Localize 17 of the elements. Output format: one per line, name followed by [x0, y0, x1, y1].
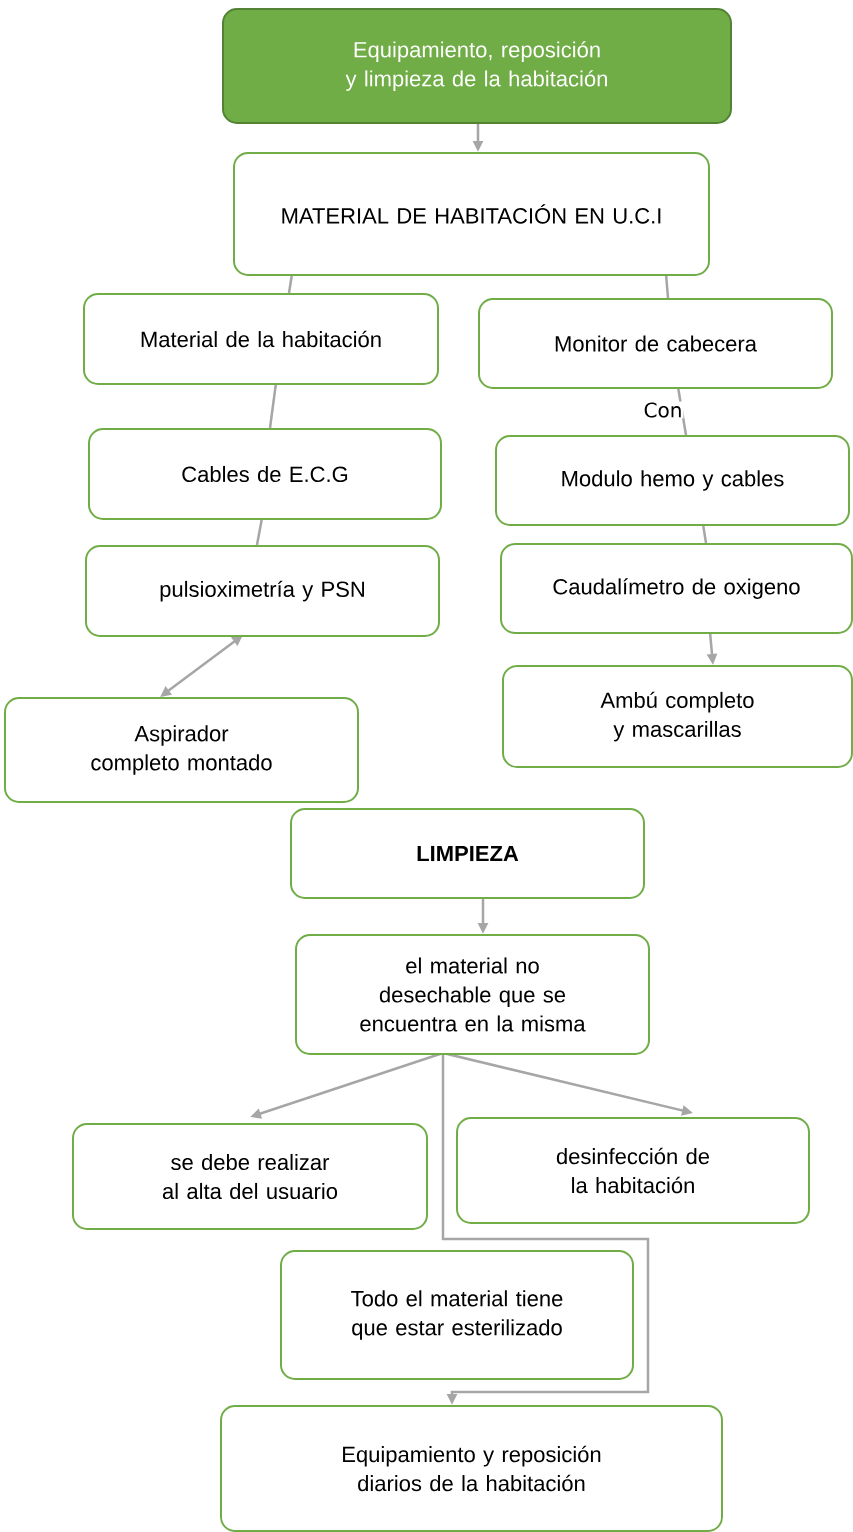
text-box: Cables de E.C.G [88, 428, 442, 520]
text-box: el material no desechable que se encuentra en la misma [295, 934, 650, 1055]
text-box: LIMPIEZA [290, 808, 645, 899]
text-box: Monitor de cabecera [478, 298, 833, 389]
text-box: Aspirador completo montado [4, 697, 359, 803]
text-box: Todo el material tiene que estar esterilizado [280, 1250, 634, 1380]
edge-label: Con [642, 401, 684, 419]
text-box: MATERIAL DE HABITACIÓN EN U.C.I [233, 152, 710, 276]
header-box: Equipamiento, reposición y limpieza de la habitación [222, 8, 732, 124]
text-box: Equipamiento y reposición diarios de la habitación [220, 1405, 723, 1532]
text-box: Caudalímetro de oxigeno [500, 543, 853, 634]
text-box: Modulo hemo y cables [495, 435, 850, 526]
text-box: Ambú completo y mascarillas [502, 665, 853, 768]
text-box: se debe realizar al alta del usuario [72, 1123, 428, 1230]
text-box: pulsioximetría y PSN [85, 545, 440, 637]
text-box: Material de la habitación [83, 293, 439, 385]
text-box: desinfección de la habitación [456, 1117, 810, 1224]
